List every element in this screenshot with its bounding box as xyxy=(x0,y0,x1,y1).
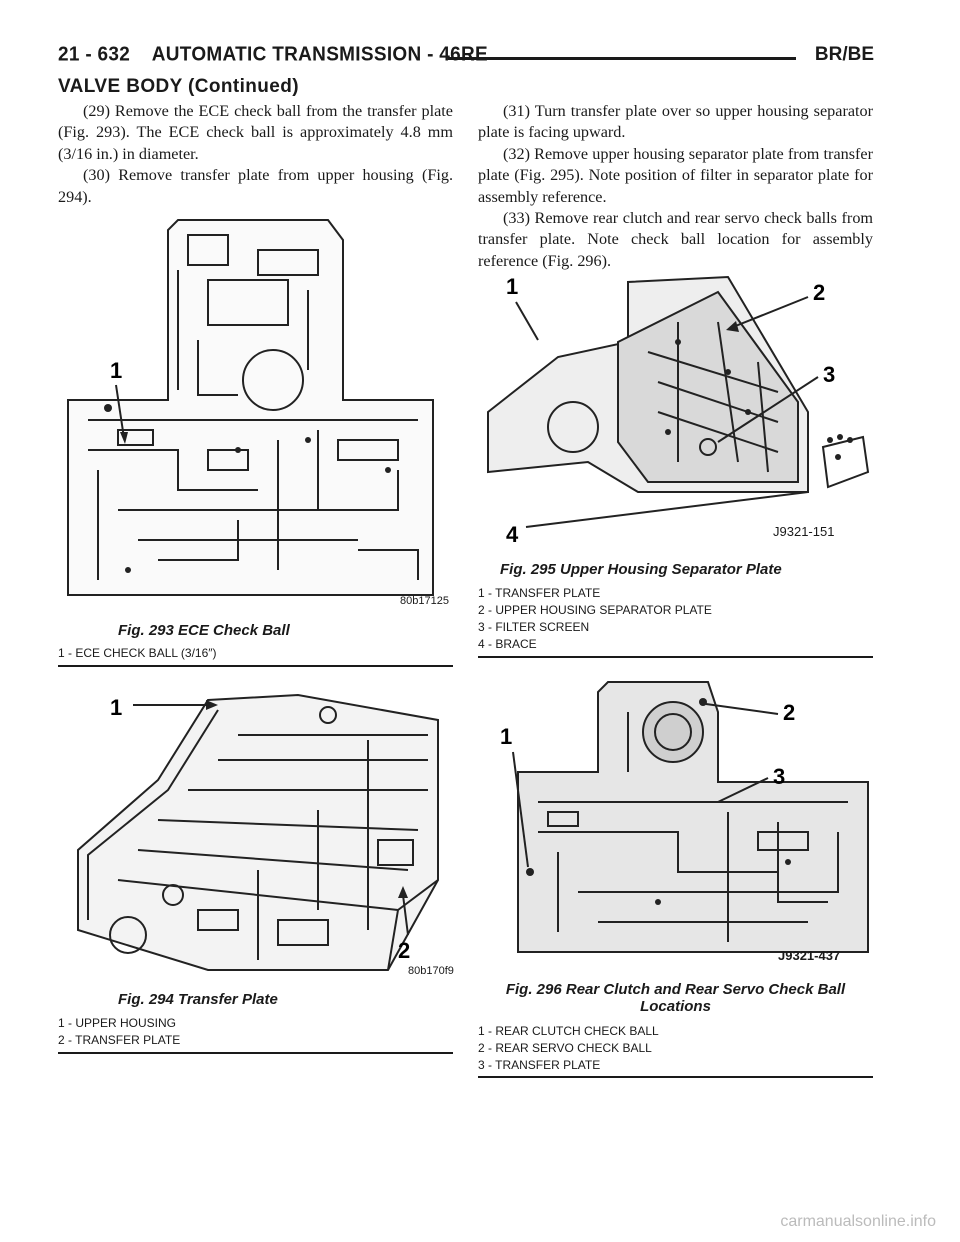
fig295-legend-item: 1 - TRANSFER PLATE xyxy=(478,586,601,600)
fig293-callout-1: 1 xyxy=(110,358,122,383)
fig293-code: 80b17125 xyxy=(400,595,449,607)
fig296-callout-2: 2 xyxy=(783,700,795,725)
fig293-caption: Fig. 293 ECE Check Ball xyxy=(118,622,290,639)
step-33: (33) Remove rear clutch and rear servo c… xyxy=(478,209,873,270)
left-column-text: (29) Remove the ECE check ball from the … xyxy=(58,101,453,208)
fig295-code: J9321-151 xyxy=(773,524,835,539)
fig295-legend-item: 4 - BRACE xyxy=(478,637,537,651)
fig294-legend: 1 - UPPER HOUSING 2 - TRANSFER PLATE xyxy=(58,1015,180,1049)
fig294-rule xyxy=(58,1052,453,1054)
fig296-legend-item: 1 - REAR CLUTCH CHECK BALL xyxy=(478,1024,659,1038)
header-model: BR/BE xyxy=(814,44,874,65)
step-30: (30) Remove transfer plate from upper ho… xyxy=(58,166,453,206)
fig294-code: 80b170f9 xyxy=(408,965,454,977)
fig296-caption-line2: Locations xyxy=(640,998,711,1015)
fig293-illustration: 1 80b17125 xyxy=(58,210,453,615)
section-title: VALVE BODY (Continued) xyxy=(58,76,300,97)
fig295-callout-1: 1 xyxy=(506,274,518,299)
fig296-legend-item: 3 - TRANSFER PLATE xyxy=(478,1058,601,1072)
fig296-illustration: 1 2 3 J9321-437 xyxy=(478,672,873,970)
fig293-legend-item: 1 - ECE CHECK BALL (3/16″) xyxy=(58,646,217,660)
step-32: (32) Remove upper housing separator plat… xyxy=(478,144,873,206)
fig295-legend-item: 3 - FILTER SCREEN xyxy=(478,620,590,634)
step-31: (31) Turn transfer plate over so upper h… xyxy=(478,102,873,142)
fig296-legend: 1 - REAR CLUTCH CHECK BALL 2 - REAR SERV… xyxy=(478,1023,659,1074)
fig294-callout-1: 1 xyxy=(110,695,122,720)
fig294-callout-2: 2 xyxy=(398,938,410,963)
fig295-callout-2: 2 xyxy=(813,280,825,305)
fig295-rule xyxy=(478,656,873,658)
fig295-legend-item: 2 - UPPER HOUSING SEPARATOR PLATE xyxy=(478,603,712,617)
fig295-legend: 1 - TRANSFER PLATE 2 - UPPER HOUSING SEP… xyxy=(478,585,712,653)
fig296-rule xyxy=(478,1076,873,1078)
header-rule xyxy=(448,57,796,60)
fig296-caption: Fig. 296 Rear Clutch and Rear Servo Chec… xyxy=(478,981,873,1015)
fig295-illustration: 1 2 3 4 J9321-151 xyxy=(478,262,873,552)
header-title: 21 - 632 AUTOMATIC TRANSMISSION - 46RE xyxy=(58,43,489,66)
right-column-text: (31) Turn transfer plate over so upper h… xyxy=(478,101,873,272)
site-watermark: carmanualsonline.info xyxy=(780,1213,936,1230)
fig294-caption: Fig. 294 Transfer Plate xyxy=(118,991,278,1008)
fig293-rule xyxy=(58,665,453,667)
fig295-callout-4: 4 xyxy=(506,522,519,547)
page-header: 21 - 632 AUTOMATIC TRANSMISSION - 46RE B… xyxy=(58,43,876,78)
fig295-callout-3: 3 xyxy=(823,362,835,387)
fig293-legend: 1 - ECE CHECK BALL (3/16″) xyxy=(58,645,217,662)
step-29: (29) Remove the ECE check ball from the … xyxy=(58,102,453,163)
fig295-caption: Fig. 295 Upper Housing Separator Plate xyxy=(500,561,782,578)
fig294-legend-item: 1 - UPPER HOUSING xyxy=(58,1016,177,1030)
fig294-legend-item: 2 - TRANSFER PLATE xyxy=(58,1033,181,1047)
fig296-caption-line1: Fig. 296 Rear Clutch and Rear Servo Chec… xyxy=(505,981,846,998)
fig296-legend-item: 2 - REAR SERVO CHECK BALL xyxy=(478,1041,652,1055)
fig296-code: J9321-437 xyxy=(778,948,841,963)
fig294-illustration: 1 2 80b170f9 xyxy=(58,680,454,980)
fig296-callout-1: 1 xyxy=(500,724,512,749)
fig296-callout-3: 3 xyxy=(773,764,785,789)
